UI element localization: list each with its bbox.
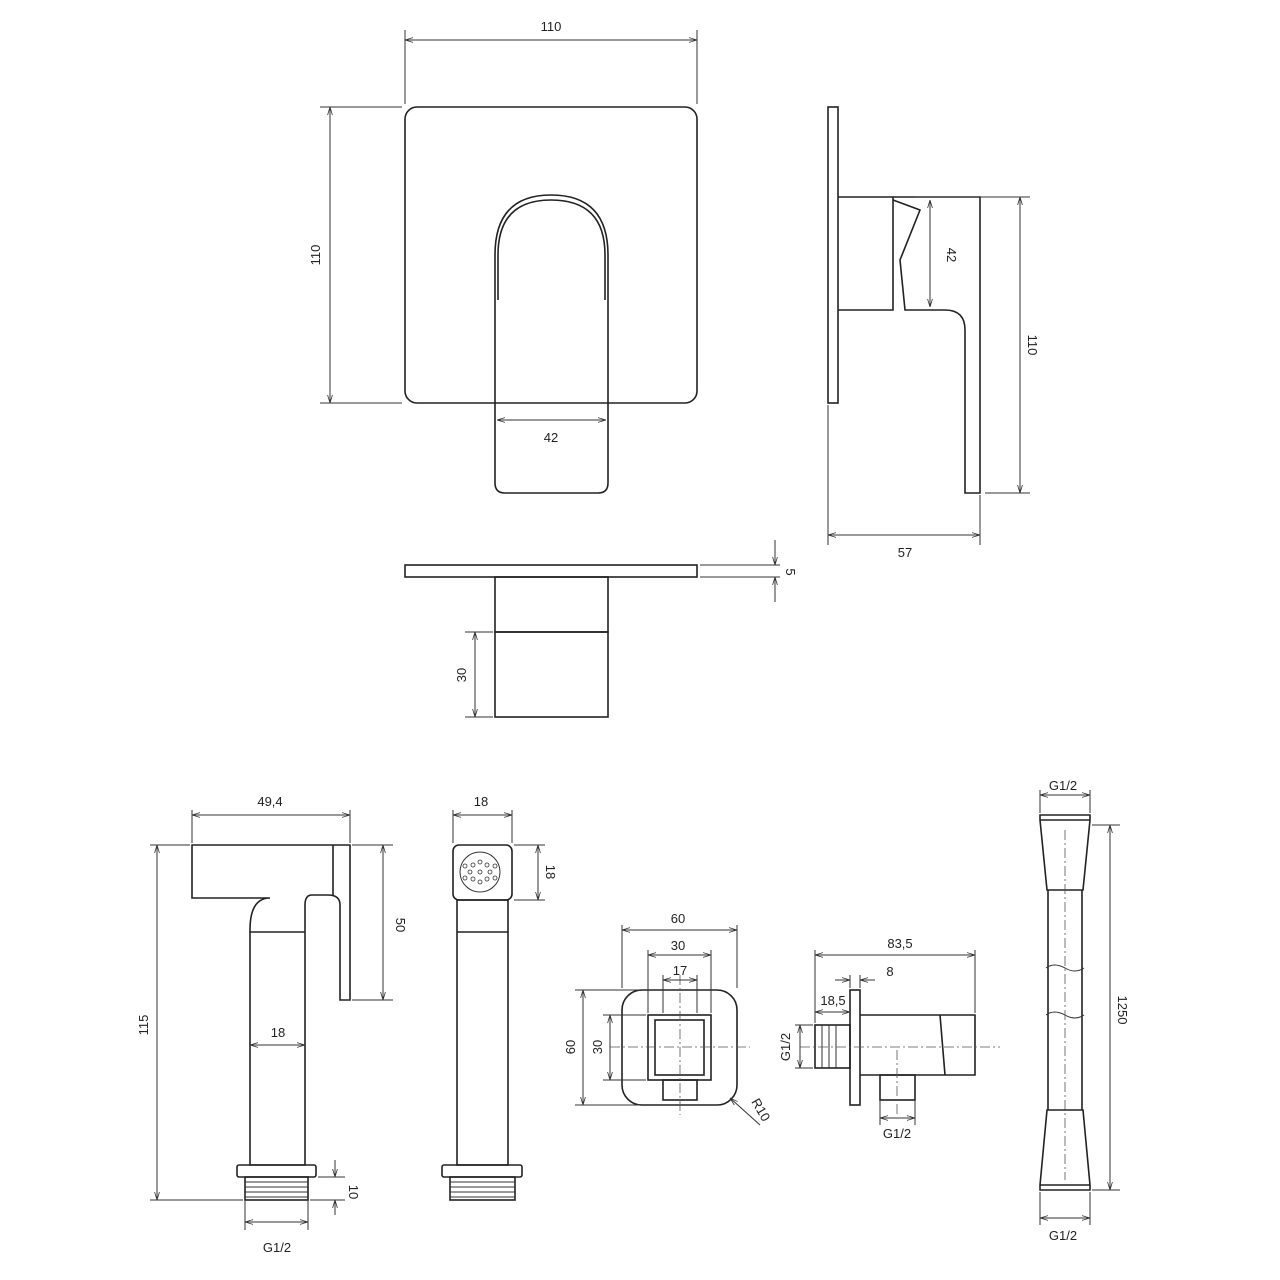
shower-thread-label: G1/2 <box>263 1240 291 1255</box>
holder-slot-width-label: 17 <box>673 963 687 978</box>
thread-height-label: 10 <box>346 1185 361 1199</box>
mixer-front-view <box>320 30 698 494</box>
holder-outlet-thread-label: G1/2 <box>883 1126 911 1141</box>
holder-length-label: 83,5 <box>887 936 912 951</box>
holder-inner-width-label: 30 <box>671 938 685 953</box>
holder-radius-label: R10 <box>748 1096 773 1124</box>
wall-holder-side <box>795 950 1000 1125</box>
side-depth-label: 57 <box>898 545 912 560</box>
side-handle-height-label: 42 <box>944 248 959 262</box>
hose-length-label: 1250 <box>1115 996 1130 1025</box>
holder-inner-height-label: 30 <box>590 1040 605 1054</box>
body-depth-label: 30 <box>454 668 469 682</box>
hose-bottom-thread-label: G1/2 <box>1049 1228 1077 1243</box>
side-width-label: 18 <box>474 794 488 809</box>
head-height-label: 50 <box>393 918 408 932</box>
holder-height-label: 60 <box>563 1040 578 1054</box>
holder-inlet-thread-label: G1/2 <box>778 1033 793 1061</box>
wall-holder-front <box>575 925 761 1126</box>
stem-width-label: 18 <box>271 1025 285 1040</box>
total-height-label: 115 <box>136 1015 151 1036</box>
holder-width-label: 60 <box>671 911 685 926</box>
mixer-top-view <box>404 540 780 718</box>
hose <box>1039 790 1120 1225</box>
front-width-label: 110 <box>541 19 562 34</box>
side-height-label: 110 <box>1025 335 1040 356</box>
plate-thickness-label: 5 <box>783 568 798 575</box>
head-length-label: 49,4 <box>257 794 282 809</box>
hand-shower-front <box>150 810 393 1230</box>
hand-shower-side <box>441 810 545 1201</box>
mixer-side-view <box>827 106 1030 545</box>
side-head-height-label: 18 <box>543 865 558 879</box>
hose-top-thread-label: G1/2 <box>1049 778 1077 793</box>
handle-width-label: 42 <box>544 430 558 445</box>
holder-flange-label: 8 <box>886 964 893 979</box>
holder-inlet-length-label: 18,5 <box>820 993 845 1008</box>
front-height-label: 110 <box>308 245 323 266</box>
